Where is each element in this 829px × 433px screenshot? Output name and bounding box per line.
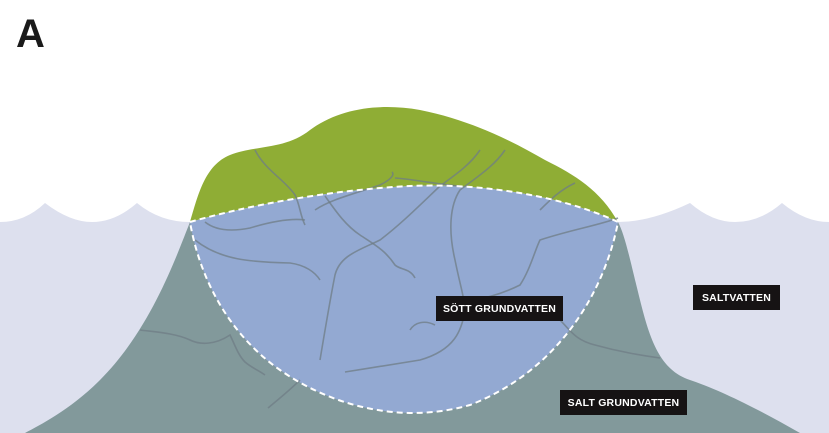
label-saltwater: SALTVATTEN [693,285,780,310]
island-vegetation [190,107,618,222]
lens-boundary-dashed [188,184,620,414]
label-fresh-groundwater: SÖTT GRUNDVATTEN [436,296,563,321]
panel-letter: A [16,12,45,56]
fresh-groundwater-lens [190,185,618,413]
bedrock-fractures [139,149,661,409]
label-salt-groundwater: SALT GRUNDVATTEN [560,390,687,415]
